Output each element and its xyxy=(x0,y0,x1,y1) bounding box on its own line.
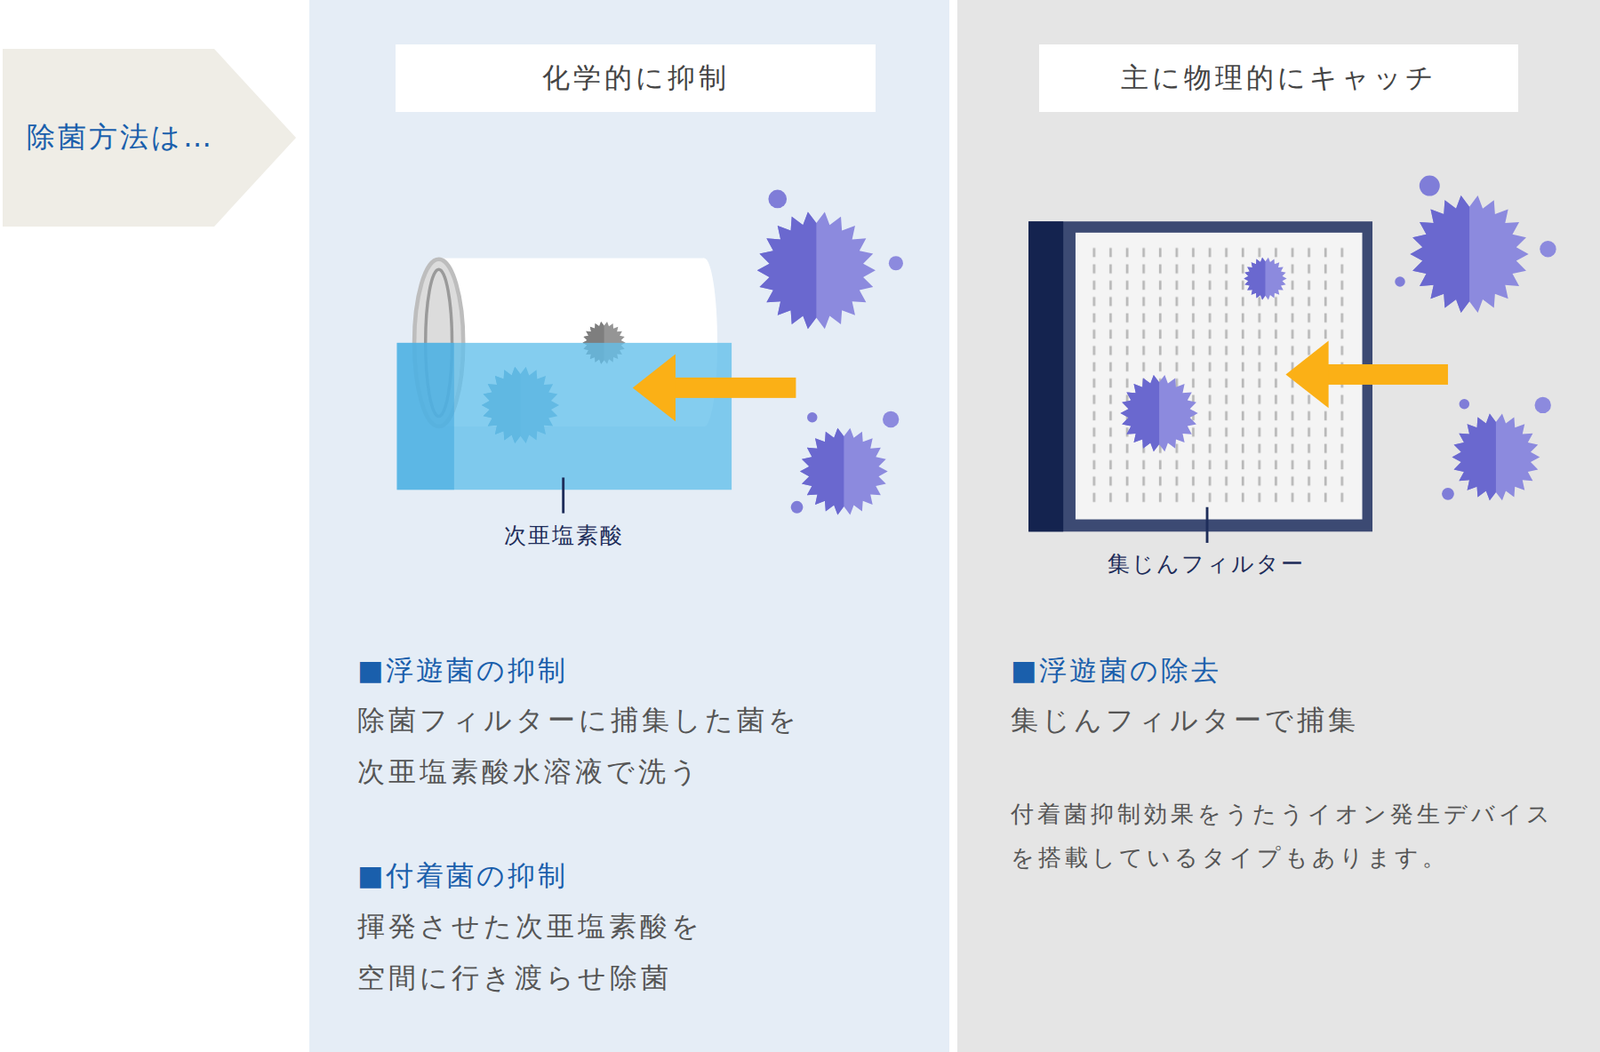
tag-text: 除菌方法は… xyxy=(26,118,215,158)
germ xyxy=(1120,375,1198,452)
dust-filter xyxy=(1028,221,1373,532)
germ-dot xyxy=(888,256,904,271)
solution-bath xyxy=(397,343,733,490)
body-text: 揮発させた次亜塩素酸を 空間に行き渡らせ除菌 xyxy=(357,900,713,1004)
header-box: 主に物理的にキャッチ xyxy=(1039,44,1519,112)
germ-dot xyxy=(1535,397,1552,414)
germ xyxy=(1452,414,1541,502)
germ xyxy=(1243,257,1287,301)
germ xyxy=(800,428,888,516)
method-tag: 除菌方法は… xyxy=(2,48,296,227)
germ-dot xyxy=(807,412,817,423)
germ xyxy=(1409,195,1528,313)
germ-dot xyxy=(1539,240,1556,257)
germ-dot xyxy=(768,190,787,209)
solution-bath-side xyxy=(397,343,455,490)
panel: ■浮遊菌の除去集じんフィルターで捕集付着菌抑制効果をうたうイオン発生デバイス を… xyxy=(957,0,1600,1052)
flow-arrow xyxy=(632,353,797,422)
germ xyxy=(582,321,625,365)
section-heading: ■浮遊菌の除去 xyxy=(1010,650,1367,690)
germ-dot xyxy=(791,501,804,514)
germ-dot xyxy=(1459,399,1470,409)
header-text: 化学的に抑制 xyxy=(542,59,730,97)
germ xyxy=(481,367,560,444)
part-label: 次亜塩素酸 xyxy=(504,520,624,551)
note-text: 付着菌抑制効果をうたうイオン発生デバイス を搭載しているタイプもあります。 xyxy=(1010,792,1560,880)
germ xyxy=(757,211,876,329)
germ-dot xyxy=(1394,276,1405,287)
germ-dot xyxy=(1441,488,1455,501)
leader-line xyxy=(561,477,565,513)
body-text: 除菌フィルターに捕集した菌を 次亜塩素酸水溶液で洗う xyxy=(357,694,807,798)
cylinder-filter xyxy=(414,258,718,427)
leader-line xyxy=(1206,507,1209,544)
section-heading: ■付着菌の抑制 xyxy=(357,856,713,896)
body-text: 集じんフィルターで捕集 xyxy=(1010,694,1544,746)
panel: ■浮遊菌の抑制除菌フィルターに捕集した菌を 次亜塩素酸水溶液で洗う ■付着菌の抑制… xyxy=(309,0,950,1052)
header-text: 主に物理的にキャッチ xyxy=(1120,59,1438,97)
germ-dot xyxy=(882,411,899,428)
header-box: 化学的に抑制 xyxy=(395,44,876,112)
germ-dot xyxy=(1419,176,1440,197)
flow-arrow xyxy=(1285,341,1448,409)
part-label: 集じんフィルター xyxy=(1107,549,1305,579)
section-heading: ■浮遊菌の抑制 xyxy=(357,650,713,690)
